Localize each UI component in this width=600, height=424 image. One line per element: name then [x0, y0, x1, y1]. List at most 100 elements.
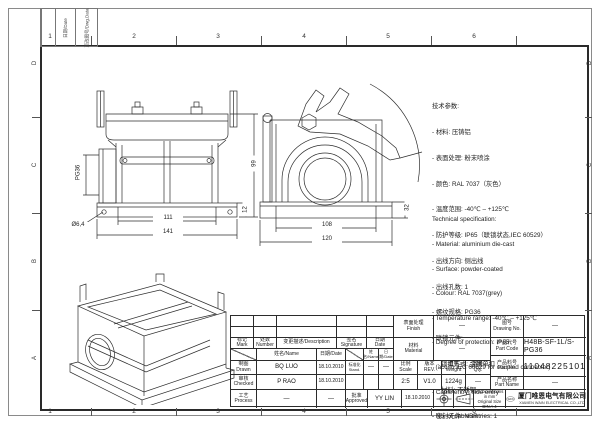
value: —	[459, 345, 465, 352]
label-cn: 版本	[424, 361, 435, 368]
corner-dwg-label: 更改图号/Dwg.Data	[84, 7, 90, 48]
label-cn: 表面处理	[403, 320, 424, 327]
side-view-drawing	[259, 83, 423, 246]
corner-date-cell: 日期/Date	[55, 9, 76, 46]
field-material-label: 材料 Material	[394, 338, 434, 361]
field-finish-value: —	[434, 316, 491, 338]
dim-front-inner-width: 111	[153, 215, 183, 222]
company-name-en: XIAMEN WAIN ELECTRICAL CO.,LTD	[519, 400, 585, 405]
label-en: Signature	[340, 342, 363, 348]
value: 2:5	[401, 378, 410, 385]
zone-row-label: C	[587, 162, 593, 168]
zone-tick	[32, 117, 40, 118]
dim-side-inner-width: 108	[312, 222, 342, 229]
revision-empty-cell	[254, 316, 277, 327]
svg-text:WAIN: WAIN	[508, 398, 514, 401]
name-header-cell: 姓名/Name	[257, 349, 317, 361]
label-en: Weight	[445, 366, 462, 373]
revision-mark-header: 标记 Mark	[231, 338, 254, 349]
field-weight-value: 1224g	[442, 375, 466, 390]
value: BQ LUO	[275, 364, 298, 371]
field-drawing-no-label: 图号 Drawing No.	[491, 316, 524, 338]
zone-column-label: 5	[386, 33, 390, 40]
zone-tick	[431, 408, 432, 416]
spec-cn-line: · 材料: 不锈钢	[432, 386, 477, 394]
zone-column-label: 3	[216, 33, 220, 40]
label-en: Scale	[399, 366, 412, 373]
field-qty-value: —	[466, 375, 491, 390]
field-part-name-value: —	[524, 377, 586, 390]
value: —	[328, 395, 334, 402]
zone-tick	[585, 213, 592, 214]
spec-cn-line: - 出线方向: 侧出线	[432, 257, 484, 265]
revision-empty-cell	[231, 316, 254, 327]
revision-empty-cell	[277, 316, 337, 327]
field-part-code-value: H48B-SF-1L/S-PG36	[524, 338, 586, 356]
value: —	[459, 323, 465, 330]
label-en: Finish	[406, 325, 421, 332]
label-cn: 产品代号	[496, 340, 517, 347]
spec-cn-block: 技术参数: - 材料: 压铸铝 - 表面处理: 粉末喷涂 - 颜色: RAL 7…	[432, 86, 547, 424]
spec-cn-title: 技术参数:	[432, 103, 459, 111]
value: —	[475, 378, 481, 385]
dim-front-base: 12	[242, 202, 250, 217]
spec-en-line: (acc.to IEC 60529 for coupled connector)	[432, 364, 551, 372]
spec-cn-line: - 防护等级: IP65（联锁状态,IEC 60529）	[432, 232, 547, 240]
label-cn: 标准化	[348, 362, 361, 368]
outer-border	[8, 8, 592, 416]
field-rev-value: V1.0	[418, 375, 442, 390]
company-cell: WAIN 厦门唯恩电气有限公司 XIAMEN WAIN ELECTRICAL C…	[506, 390, 586, 408]
label-en: Number	[256, 342, 274, 348]
label-cn: 产品名称	[496, 377, 517, 383]
front-view-drawing	[83, 90, 258, 239]
label-cn: 批准	[351, 392, 362, 399]
approved-date: 18.10.2010	[402, 390, 434, 408]
mid-empty-cell	[364, 375, 379, 390]
label-en: Date	[374, 342, 386, 348]
label-en: Drawing No.	[493, 325, 521, 332]
zone-tick	[91, 408, 92, 416]
zone-column-label: 1	[48, 408, 52, 415]
label-en: Process	[234, 398, 253, 404]
label: 日期/Date	[379, 349, 393, 359]
label-cn: 比例	[400, 361, 411, 368]
mid-empty-cell	[379, 375, 394, 390]
label: 日期/Date	[320, 350, 342, 357]
projection-symbol-side	[454, 390, 474, 408]
revision-date-header: 日期 Date	[367, 338, 394, 349]
revision-empty-cell	[367, 327, 394, 338]
zone-row-label: D	[587, 60, 593, 66]
label-cn: 标记	[236, 338, 247, 343]
mid-empty-cell	[346, 375, 364, 390]
value: 18.10.2010	[318, 378, 344, 385]
checked-date: 18.10.2010	[317, 375, 346, 390]
process-name: —	[257, 390, 317, 408]
value: —	[383, 364, 389, 371]
label-en: Checked	[233, 381, 254, 387]
spec-en-line: - Surface: powder-coated	[432, 265, 503, 273]
revision-empty-cell	[231, 327, 254, 338]
spec-cn-line: · 锁扣方式: 金属单扣	[432, 361, 495, 368]
value: V1.0	[423, 378, 436, 385]
label-cn: 工艺	[238, 392, 249, 399]
value: —	[283, 395, 290, 402]
field-scale-value: 2:5	[394, 375, 418, 390]
revision-signature-header: 签名 Signature	[337, 338, 367, 349]
revision-empty-cell	[254, 327, 277, 338]
drawn-name: BQ LUO	[257, 361, 317, 375]
field-part-no-label: 产品料号 Part No.	[491, 356, 524, 377]
approved-name: YY LIN	[368, 390, 402, 408]
standard-date: —	[379, 361, 394, 375]
role-checked-label: 审核 Checked	[231, 375, 257, 390]
label-cn: 处数	[259, 338, 270, 343]
zone-tick	[91, 36, 92, 45]
role-standard-label: 标准化 Stand.	[346, 361, 364, 375]
value: 18.10.2010	[404, 395, 431, 402]
zone-column-label: 3	[216, 408, 220, 415]
value: YY LIN	[375, 395, 394, 402]
field-finish-label: 表面处理 Finish	[394, 316, 434, 338]
zone-column-label: 5	[386, 408, 390, 415]
revision-description-header: 变更描述/Description	[277, 338, 337, 349]
dim-front-hole: Ø6,4	[66, 222, 90, 229]
field-part-no-value: 1110482251013	[524, 356, 586, 377]
